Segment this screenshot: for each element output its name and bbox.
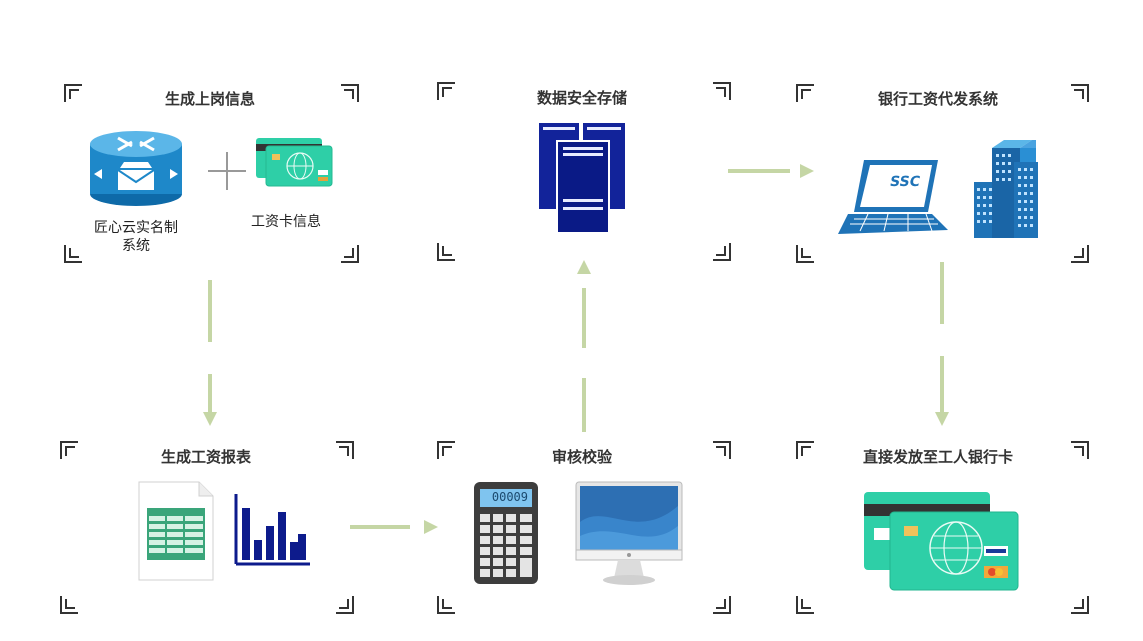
frame-corner bbox=[796, 84, 814, 102]
panel-title: 数据安全存储 bbox=[536, 89, 627, 107]
frame-corner bbox=[713, 243, 731, 261]
frame-corner bbox=[64, 84, 82, 102]
frame-corner bbox=[341, 84, 359, 102]
frame-corner bbox=[1071, 84, 1089, 102]
arrow-up-middle bbox=[577, 260, 591, 432]
frame-corner bbox=[64, 245, 82, 263]
frame-corner bbox=[336, 596, 354, 614]
frame-corner bbox=[1071, 245, 1089, 263]
arrow-down-right bbox=[935, 262, 949, 426]
frame-corner bbox=[796, 441, 814, 459]
bar-chart-icon bbox=[234, 494, 310, 566]
frame-corner bbox=[1071, 441, 1089, 459]
plus-icon bbox=[208, 152, 246, 190]
frame-corner bbox=[437, 82, 455, 100]
arrow-right-top bbox=[728, 164, 814, 178]
bank-card-icon bbox=[256, 138, 333, 187]
frame-corner bbox=[437, 441, 455, 459]
panel-title: 银行工资代发系统 bbox=[877, 90, 998, 108]
frame-corner bbox=[437, 243, 455, 261]
bank-card-icon bbox=[864, 492, 1019, 591]
frame-corner bbox=[341, 245, 359, 263]
router-icon bbox=[90, 131, 182, 206]
frame-corner bbox=[713, 82, 731, 100]
spreadsheet-icon bbox=[138, 481, 214, 581]
system-label: 匠心云实名制 bbox=[94, 220, 178, 236]
calculator-display: 00009 bbox=[491, 490, 528, 504]
frame-corner bbox=[796, 245, 814, 263]
frame-corner bbox=[713, 596, 731, 614]
frame-corner bbox=[1071, 596, 1089, 614]
panel-title: 直接发放至工人银行卡 bbox=[862, 448, 1013, 466]
server-icon bbox=[539, 123, 625, 234]
system-label-line2: 系统 bbox=[122, 238, 150, 254]
frame-corner bbox=[60, 596, 78, 614]
panel-title: 生成工资报表 bbox=[160, 448, 251, 466]
frame-corner bbox=[60, 441, 78, 459]
card-info-label: 工资卡信息 bbox=[251, 214, 321, 230]
panel-title: 生成上岗信息 bbox=[164, 90, 255, 108]
panel-title: 审核校验 bbox=[551, 448, 612, 466]
frame-corner bbox=[796, 596, 814, 614]
calculator-icon bbox=[474, 482, 538, 584]
office-building-icon bbox=[974, 140, 1038, 238]
arrow-right-bottom bbox=[350, 520, 438, 534]
monitor-icon bbox=[575, 481, 683, 585]
laptop-icon bbox=[838, 160, 948, 234]
frame-corner bbox=[437, 596, 455, 614]
frame-corner bbox=[713, 441, 731, 459]
laptop-screen-text: SSC bbox=[888, 174, 922, 190]
frame-corner bbox=[336, 441, 354, 459]
arrow-down-left bbox=[203, 280, 217, 426]
